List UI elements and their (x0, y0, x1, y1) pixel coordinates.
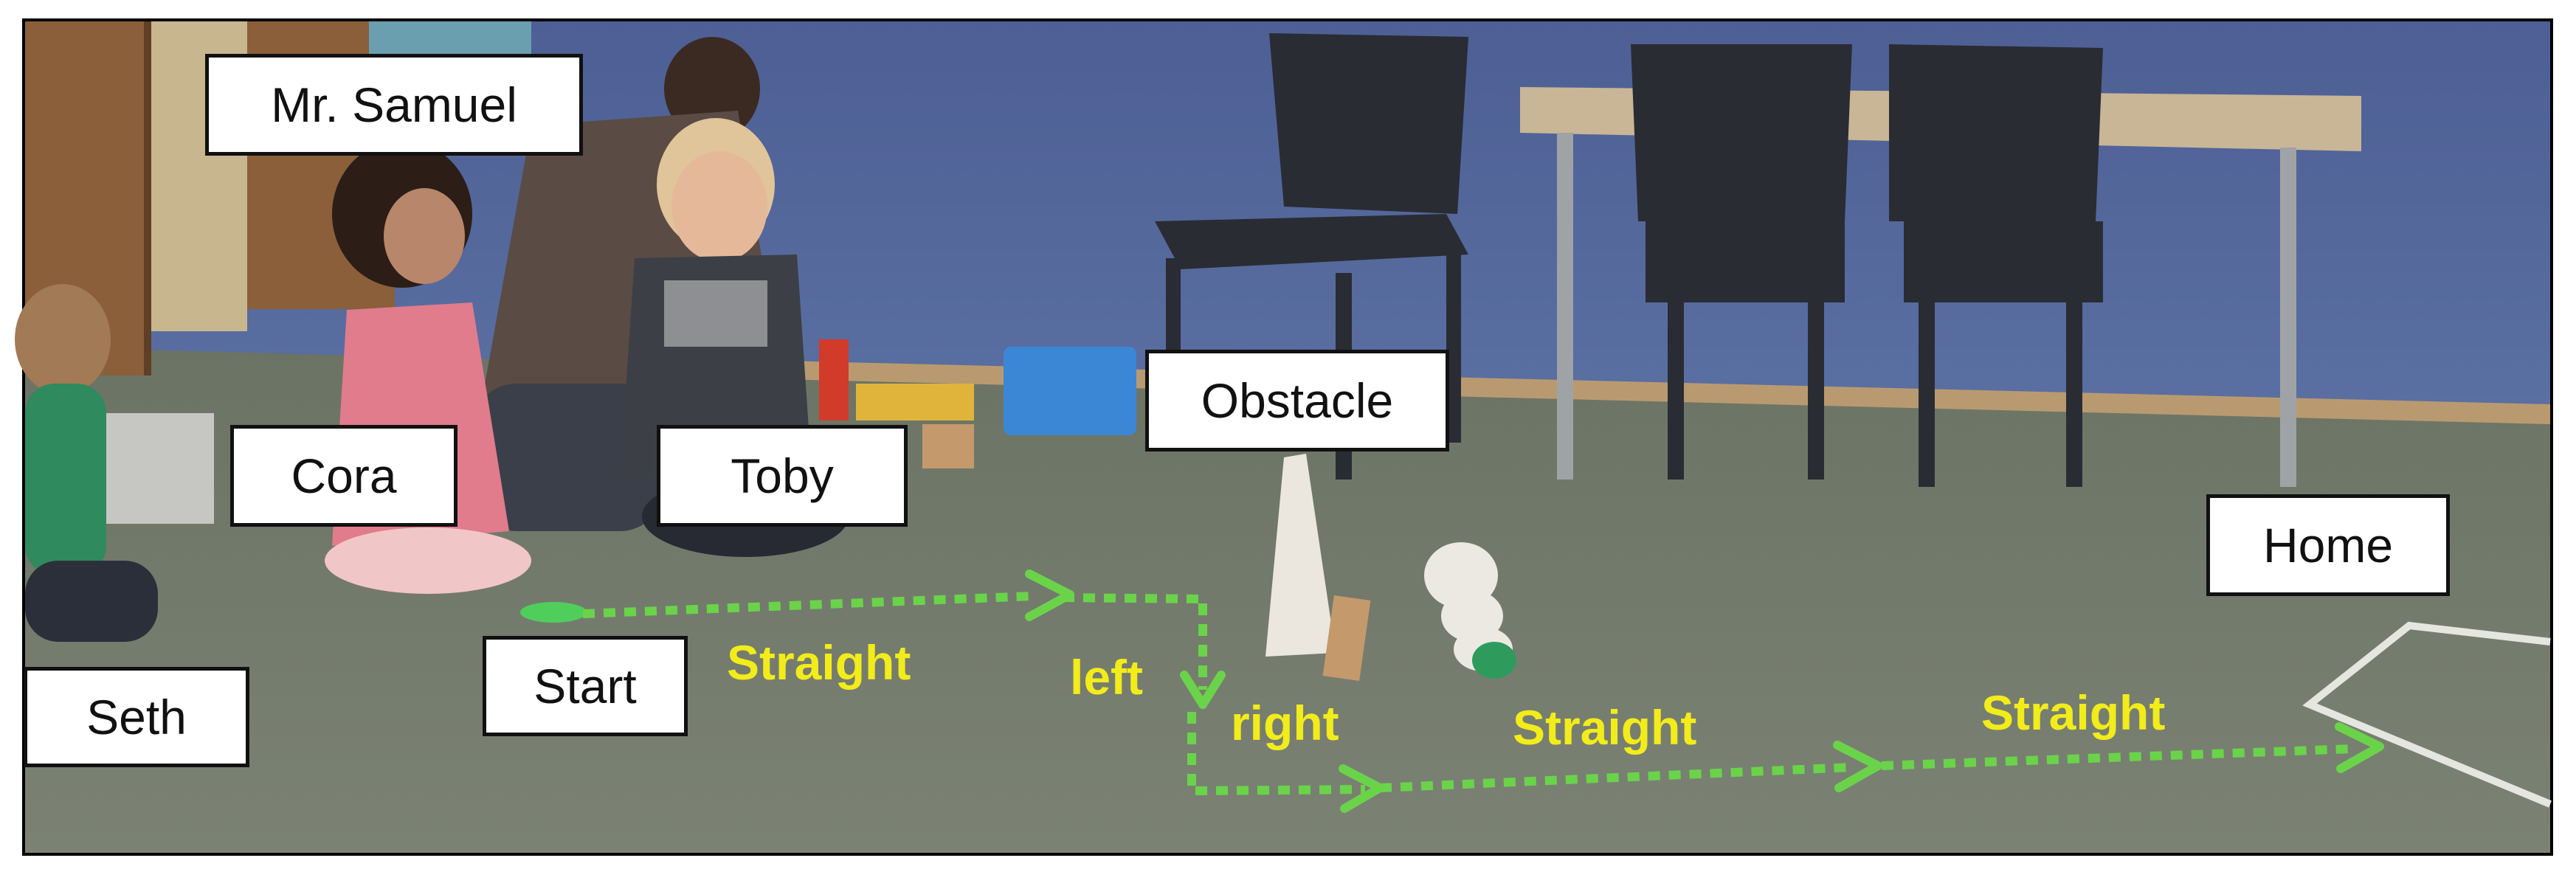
direction-left: left (1070, 650, 1143, 705)
table-leg-right (2280, 148, 2296, 487)
red-cone (819, 339, 849, 420)
arrow-heads (1025, 570, 2384, 813)
person-seth (15, 284, 158, 642)
label-seth: Seth (24, 667, 249, 767)
chair-middle (1631, 44, 1852, 480)
wood-block-floor (922, 424, 974, 468)
yellow-toy (856, 384, 974, 420)
start-marker (520, 602, 587, 623)
direction-right: right (1231, 696, 1339, 750)
label-start: Start (483, 636, 688, 736)
robot-caterpillar (1424, 542, 1516, 679)
wood-block (1322, 595, 1371, 681)
direction-straight-1: Straight (727, 635, 911, 690)
home-square-tape (2302, 621, 2552, 808)
robot-path-arrows (582, 592, 2355, 796)
label-mr-samuel: Mr. Samuel (205, 54, 583, 156)
table-leg-left (1557, 133, 1573, 480)
label-cora: Cora (230, 425, 457, 527)
direction-straight-2: Straight (1513, 700, 1697, 755)
label-toby: Toby (657, 425, 908, 527)
label-obstacle: Obstacle (1145, 350, 1449, 451)
direction-straight-3: Straight (1981, 685, 2166, 740)
door-edge (144, 21, 151, 375)
white-cone (1265, 454, 1336, 657)
blue-blocks (1004, 347, 1136, 435)
label-home: Home (2206, 494, 2450, 596)
chair-right (1889, 44, 2103, 487)
